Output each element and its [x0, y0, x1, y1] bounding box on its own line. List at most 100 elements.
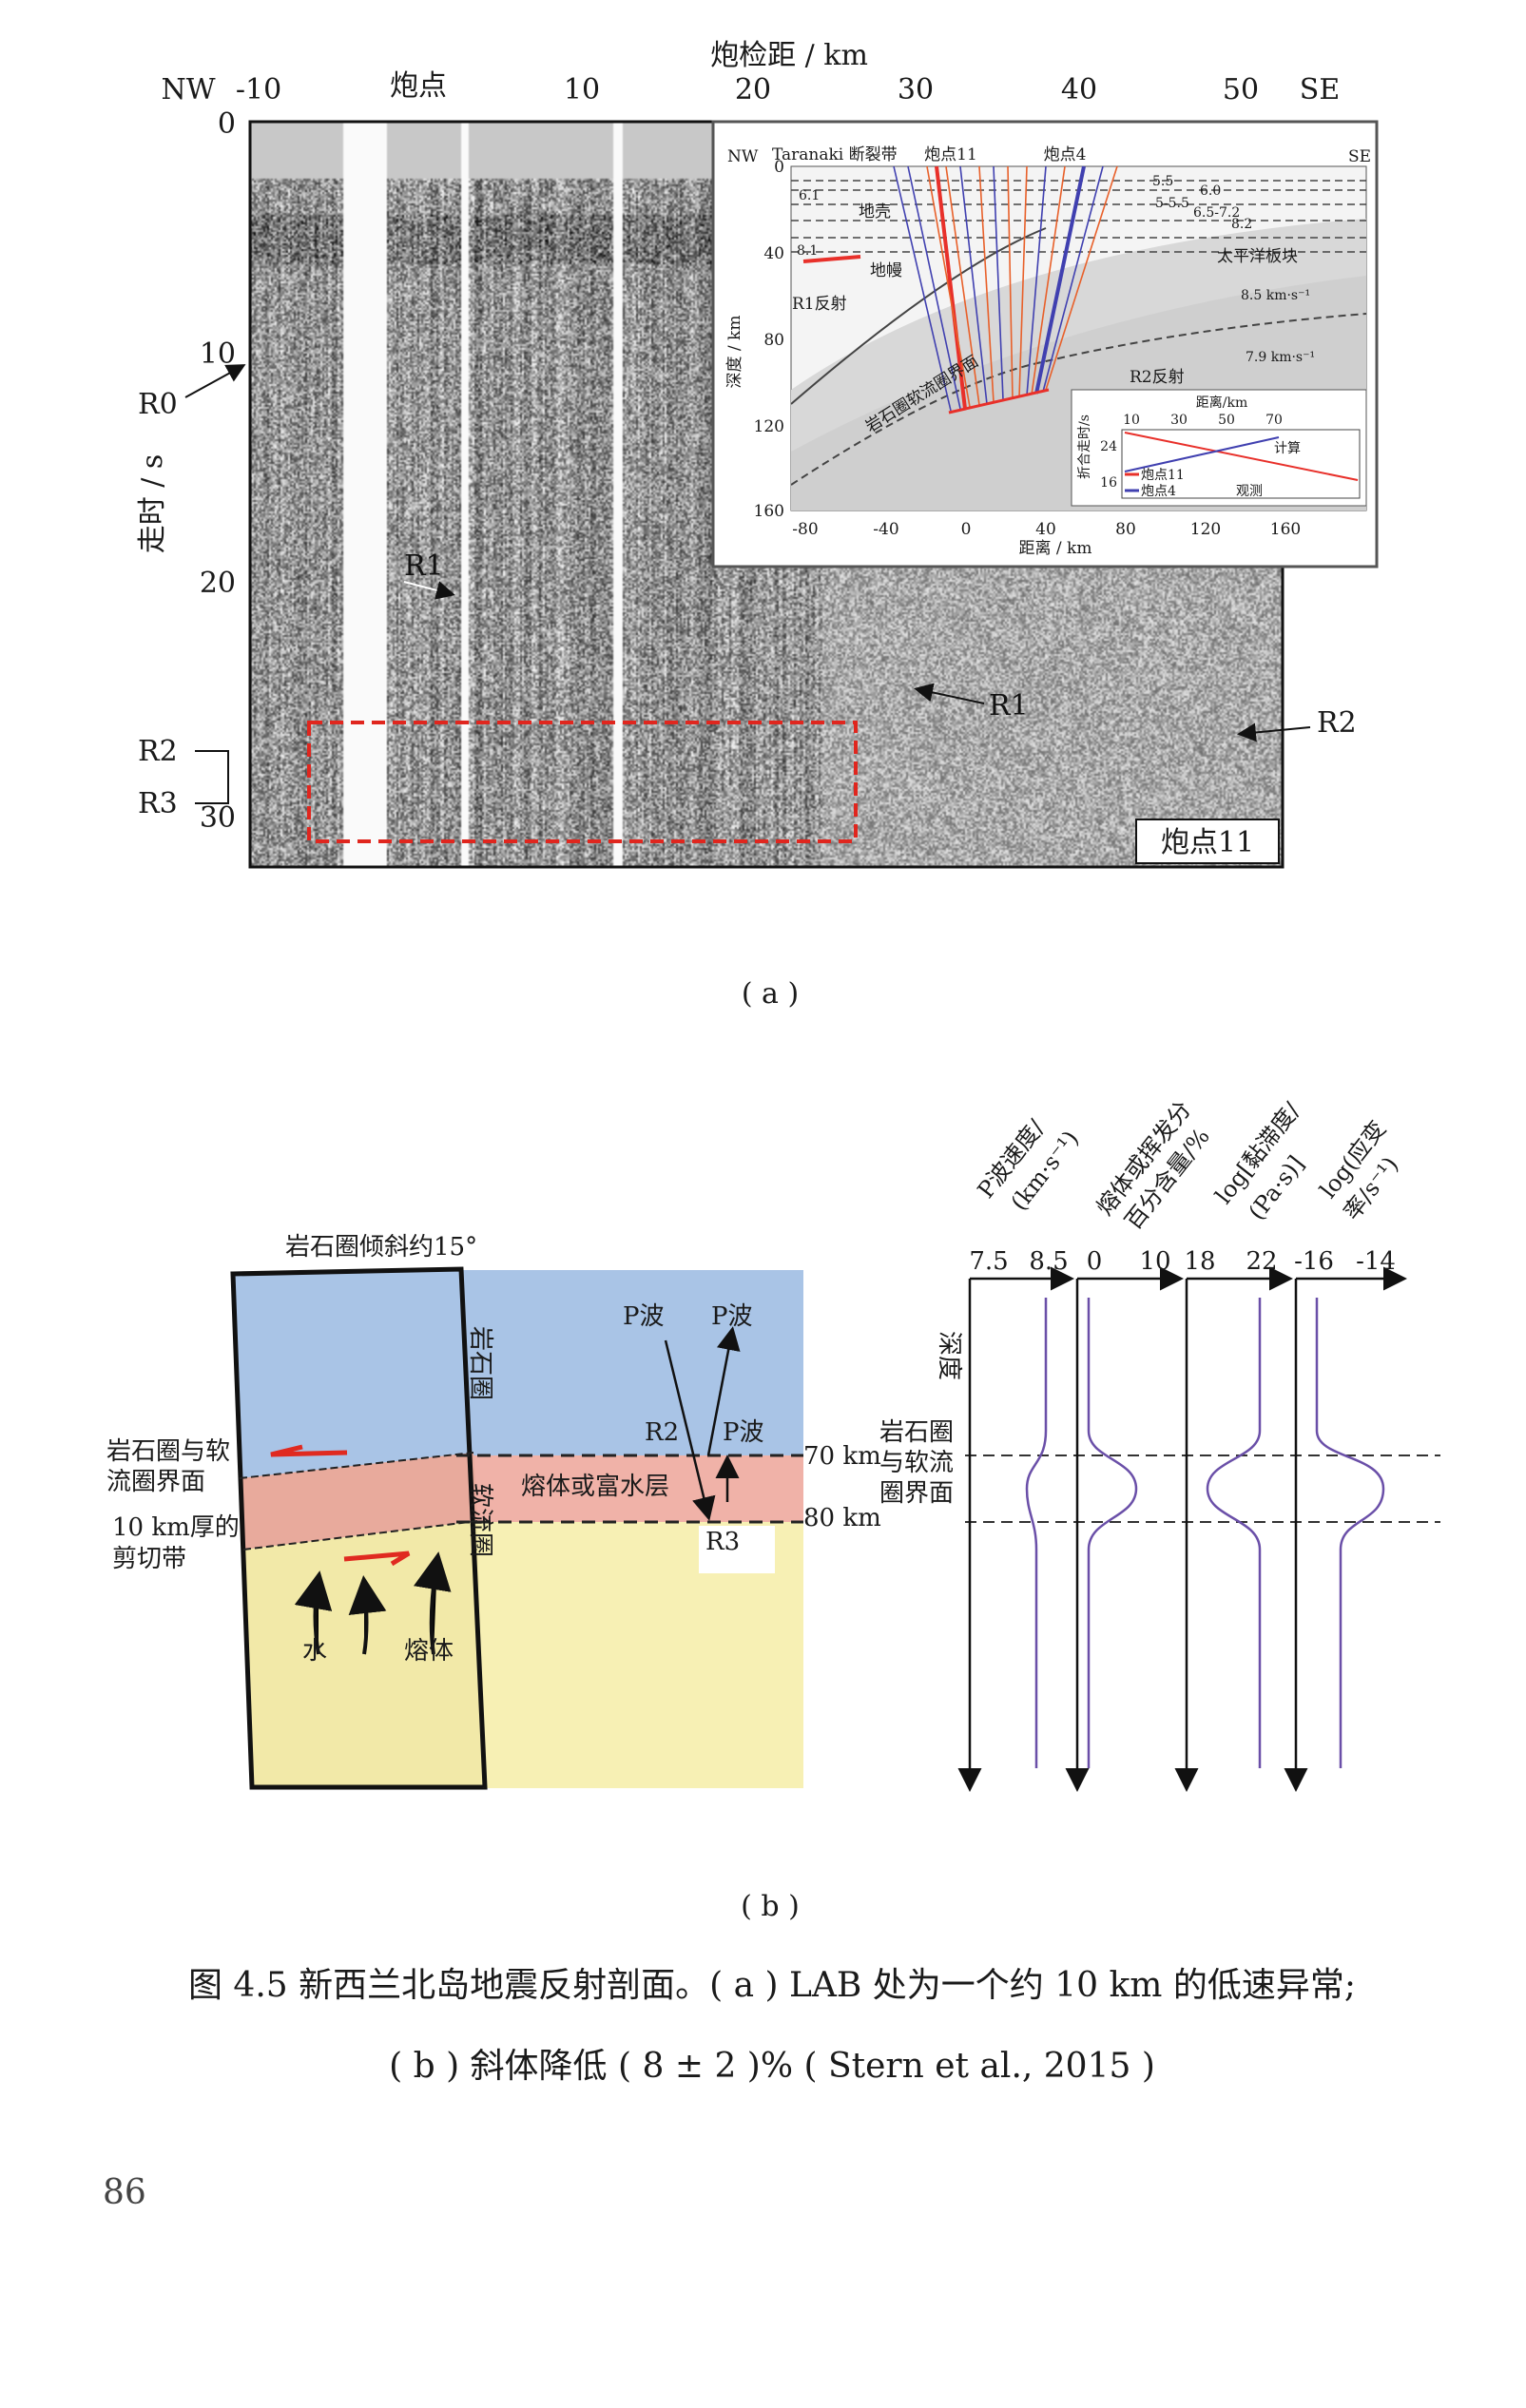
tilt-label: 岩石圈倾斜约15°	[285, 1233, 477, 1262]
velocity-label: 8.2	[1231, 217, 1252, 232]
panel-a: 炮检距 / km NW -10 炮点 10 20 30 40 50 SE 0 1…	[136, 39, 1377, 1011]
sub-xtick: 50	[1218, 413, 1235, 428]
col-tick: 0	[1087, 1247, 1103, 1276]
travel-time-subplot: 距离/km 10 30 50 70 折合走时/s 24 16 炮点11 炮点4 …	[1072, 390, 1366, 506]
sub-xtick: 10	[1123, 413, 1140, 428]
inset-mantle: 地幔	[870, 261, 902, 280]
marker-r0: R0	[138, 388, 178, 421]
inset-r2-reflect: R2反射	[1130, 368, 1185, 387]
top-tick: -10	[236, 73, 281, 106]
marker-r1: R1	[404, 549, 444, 583]
inset-xtick: -40	[873, 520, 898, 539]
inset-rift: Taranaki 断裂带	[772, 145, 898, 164]
velocity-label: 8.5 km·s⁻¹	[1241, 288, 1310, 303]
melt-label: 熔体	[404, 1637, 454, 1666]
left-tick: 0	[218, 107, 236, 141]
col-tick: 18	[1184, 1247, 1215, 1276]
col-tick: 22	[1246, 1247, 1277, 1276]
top-tick: 40	[1061, 73, 1097, 106]
inset-nw: NW	[727, 147, 759, 166]
top-tick: 30	[898, 73, 934, 106]
left-tick: 20	[200, 567, 236, 600]
melt-layer-label: 熔体或富水层	[521, 1473, 669, 1501]
left-tick: 30	[200, 801, 236, 835]
inset-xtick: 0	[961, 520, 972, 539]
sub-xlabel: 距离/km	[1196, 395, 1247, 411]
inset-xlabel: 距离 / km	[1019, 539, 1092, 558]
inset-xtick: -80	[792, 520, 818, 539]
inset-se: SE	[1348, 147, 1371, 166]
top-tick: 20	[735, 73, 771, 106]
highlight-box	[309, 722, 856, 841]
top-tick: 50	[1223, 73, 1259, 106]
lab-right-label: 岩石圈	[879, 1418, 954, 1447]
inset-ytick: 120	[754, 417, 784, 436]
velocity-label: 6.0	[1200, 183, 1221, 199]
p-wave-label: P波	[723, 1418, 764, 1447]
legend-calc: 计算	[1274, 441, 1301, 456]
velocity-label: 5.5	[1152, 174, 1173, 189]
r3-label: R3	[705, 1528, 740, 1556]
shear-zone-label: 10 km厚的	[112, 1513, 240, 1542]
top-tick: SE	[1300, 73, 1340, 106]
marker-r2-inner: R2	[1317, 706, 1357, 740]
marker-r2: R2	[138, 735, 178, 768]
sub-ytick: 24	[1100, 439, 1117, 454]
lab-right-label: 圈界面	[879, 1479, 954, 1508]
inset-ytick: 80	[763, 331, 784, 350]
lithosphere-label: 岩石圈	[466, 1326, 494, 1400]
panel-b-label: ( b )	[741, 1890, 800, 1923]
inset-xtick: 80	[1115, 520, 1136, 539]
p-wave-label: P波	[623, 1302, 665, 1331]
velocity-label: 6.1	[799, 188, 820, 203]
col-tick: 8.5	[1029, 1247, 1068, 1276]
inset-ytick: 0	[774, 158, 784, 177]
depth-axis-label: 深度	[935, 1331, 963, 1380]
marker-r3: R3	[138, 787, 178, 820]
inset-plate: 太平洋板块	[1217, 247, 1298, 266]
depth-80-label: 80 km	[803, 1504, 881, 1532]
lab-left-label: 岩石圈与软	[106, 1437, 230, 1466]
inset-shot4: 炮点4	[1044, 145, 1087, 164]
left-axis-title: 走时 / s	[136, 454, 169, 554]
inset-ytick: 160	[754, 502, 784, 521]
inset-shot11: 炮点11	[924, 145, 977, 164]
top-axis-title: 炮检距 / km	[710, 39, 868, 72]
velocity-label: 5-5.5	[1155, 196, 1189, 211]
tilted-block	[233, 1269, 485, 1787]
velocity-label: 7.9 km·s⁻¹	[1246, 350, 1315, 365]
inset-ray-diagram: NW SE Taranaki 断裂带 炮点11 炮点4 地壳 地幔 太平洋板块 …	[713, 122, 1377, 567]
legend-shot11: 炮点11	[1141, 468, 1185, 483]
shear-zone-label: 剪切带	[112, 1545, 186, 1573]
top-tick: NW	[161, 73, 215, 106]
sub-ytick: 16	[1100, 475, 1117, 491]
inset-xtick: 40	[1035, 520, 1056, 539]
r2-label: R2	[645, 1418, 679, 1447]
left-tick: 10	[200, 337, 236, 371]
inset-xtick: 120	[1190, 520, 1221, 539]
caption-line-2: ( b ) 斜体降低 ( 8 ± 2 )% ( Stern et al., 20…	[389, 2047, 1155, 2086]
top-tick: 炮点	[390, 69, 447, 103]
inset-crust: 地壳	[859, 202, 891, 222]
depth-70-label: 70 km	[803, 1442, 881, 1471]
marker-r1-inner: R1	[989, 689, 1029, 722]
sub-ylabel: 折合走时/s	[1077, 414, 1092, 479]
legend-obs: 观测	[1236, 484, 1263, 499]
inset-ylabel: 深度 / km	[725, 316, 744, 389]
sub-xtick: 30	[1170, 413, 1188, 428]
top-tick: 10	[564, 73, 600, 106]
panel-a-label: ( a )	[742, 977, 799, 1011]
sub-xtick: 70	[1265, 413, 1283, 428]
velocity-label: 8.1	[797, 243, 818, 259]
col-tick: 10	[1139, 1247, 1170, 1276]
inset-r1-reflect: R1反射	[792, 295, 847, 314]
caption-line-1: 图 4.5 新西兰北岛地震反射剖面。( a ) LAB 处为一个约 10 km …	[188, 1966, 1356, 2005]
col-tick: 7.5	[969, 1247, 1008, 1276]
p-wave-label: P波	[711, 1302, 753, 1331]
asthenosphere-label: 软流圈	[466, 1483, 494, 1557]
shot-label: 炮点11	[1161, 826, 1254, 859]
page-number: 86	[103, 2173, 146, 2212]
water-label: 水	[302, 1637, 327, 1666]
profile-plots: P波速度/ (km·s⁻¹) 熔体或挥发分 百分含量/% log[黏滞度/ (P…	[965, 1096, 1440, 1787]
